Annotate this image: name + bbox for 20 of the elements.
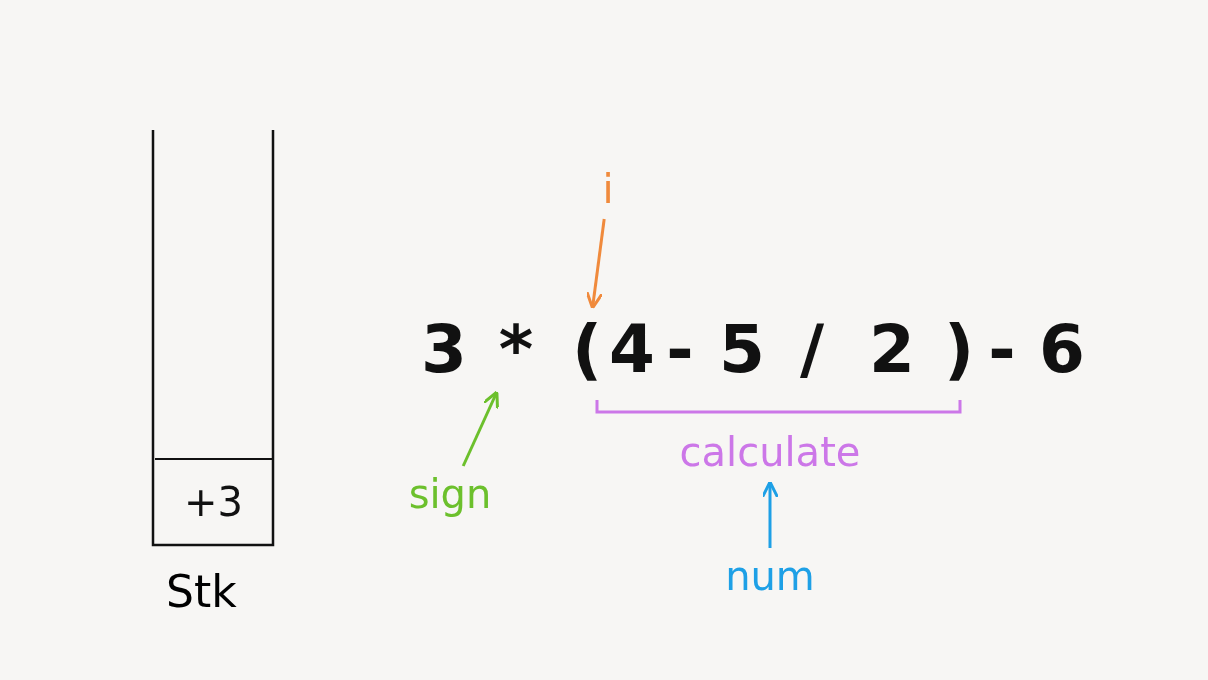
number: 4 — [606, 312, 658, 388]
arrow — [461, 390, 499, 467]
number: 5 — [716, 312, 768, 388]
arrow — [585, 218, 606, 310]
calculate-label: calculate — [660, 428, 880, 478]
stack-label: Stk — [166, 568, 237, 616]
index-label: i — [590, 165, 626, 215]
num-label: num — [715, 552, 825, 602]
operator-symbol: - — [982, 312, 1022, 388]
parenthesis: ( — [568, 312, 606, 388]
number: 2 — [866, 312, 918, 388]
operator-symbol: * — [493, 312, 539, 388]
operator-symbol: / — [792, 312, 832, 388]
stack-cell: +3 — [155, 458, 272, 545]
operator-symbol: - — [660, 312, 700, 388]
arrow — [761, 480, 779, 548]
sign-label: sign — [400, 470, 500, 520]
parenthesis: ) — [940, 312, 978, 388]
number: 3 — [418, 312, 470, 388]
number: 6 — [1034, 312, 1090, 388]
